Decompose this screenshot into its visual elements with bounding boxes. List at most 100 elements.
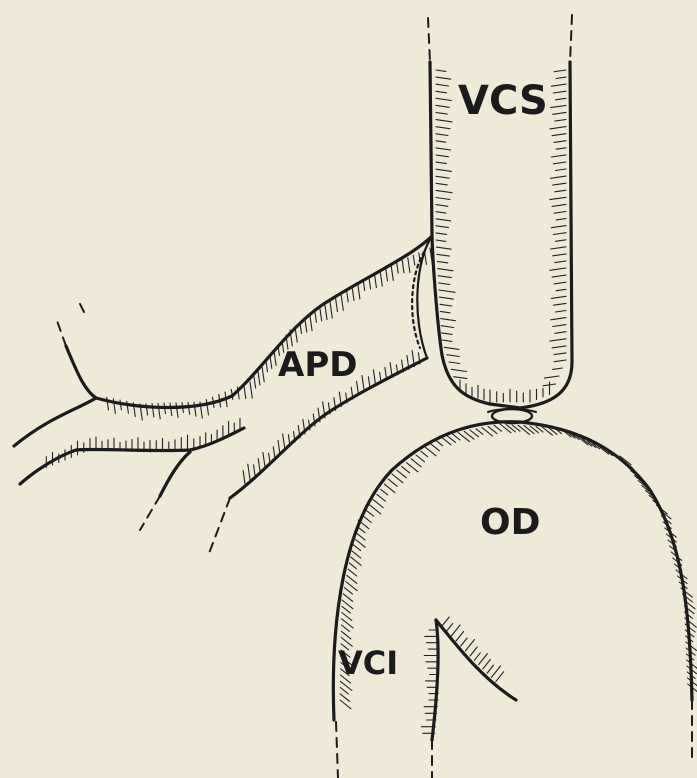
hatch-stroke (436, 105, 449, 107)
hatch-stroke (440, 311, 450, 312)
hatch-stroke (444, 347, 459, 349)
hatch-stroke (381, 489, 388, 495)
label-od: OD (480, 502, 541, 543)
apd-dashed-left-2 (78, 300, 84, 312)
hatch-stroke (315, 313, 316, 323)
hatch-stroke (411, 459, 421, 467)
hatch-stroke (358, 284, 360, 299)
hatch-stroke (436, 247, 451, 249)
hatch-stroke (551, 84, 566, 86)
hatch-stroke (554, 212, 566, 214)
hatch-stroke (388, 479, 397, 486)
hatch-stroke (206, 400, 208, 415)
hatch-stroke (554, 353, 566, 355)
hatch-stroke (436, 134, 448, 136)
hatch-stroke (439, 297, 453, 299)
hatch-stroke (554, 360, 566, 362)
hatch-stroke (552, 204, 566, 206)
hatch-stroke (555, 261, 566, 263)
hatch-stroke (351, 557, 362, 565)
hatch-stroke (553, 254, 566, 256)
hatch-stroke (421, 451, 428, 457)
hatch-stroke (551, 176, 566, 178)
hatch-stroke (553, 183, 566, 185)
hatch-stroke (550, 339, 566, 341)
hatch-stroke (176, 403, 178, 418)
apd-branch-lower (160, 452, 190, 496)
hatch-stroke (356, 532, 366, 540)
hatch-stroke (436, 120, 452, 122)
hatch-stroke (436, 183, 447, 185)
hatch-stroke (438, 269, 453, 271)
hatch-stroke (554, 282, 566, 284)
hatch-stroke (474, 653, 480, 661)
hatch-stroke (476, 429, 483, 435)
hatch-stroke (248, 464, 250, 479)
hatch-stroke (373, 500, 383, 508)
hatch-stroke (436, 84, 449, 86)
hatch-stroke (402, 466, 410, 472)
hatch-stroke (552, 275, 566, 277)
hatch-stroke (441, 326, 454, 328)
hatch-stroke (552, 346, 566, 348)
hatch-stroke (254, 465, 256, 476)
hatch-stroke (556, 98, 567, 100)
hatch-stroke (266, 361, 268, 372)
hatch-stroke (263, 452, 265, 467)
apd-lower-wall (20, 428, 244, 484)
hatch-stroke (402, 260, 404, 273)
apd-branch-upper (14, 398, 96, 446)
hatch-stroke (258, 372, 260, 385)
hatch-stroke (447, 624, 453, 632)
hatch-stroke (555, 332, 566, 334)
hatch-stroke (556, 289, 566, 290)
hatch-stroke (553, 233, 566, 235)
hatch-stroke (554, 141, 566, 143)
hatch-stroke (330, 302, 332, 318)
hatch-stroke (488, 426, 497, 433)
hatch-stroke (436, 226, 449, 228)
hatch-stroke (369, 505, 381, 514)
vcs-dashed-top-right (570, 15, 572, 62)
hatch-stroke (436, 219, 451, 221)
hatch-stroke (273, 447, 275, 459)
hatch-stroke (553, 162, 566, 164)
hatch-stroke (550, 127, 566, 129)
hatch-stroke (340, 694, 350, 702)
hatch-stroke (397, 470, 407, 478)
hatch-stroke (470, 430, 479, 437)
hatch-stroke (426, 447, 437, 455)
hatch-stroke (366, 510, 374, 516)
hatch-stroke (451, 625, 460, 636)
hatch-stroke (436, 240, 446, 241)
hatch-stroke (413, 255, 414, 265)
hatch-stroke (553, 303, 566, 305)
hatch-stroke (188, 402, 190, 414)
apd-dashed-bottom-2 (208, 498, 230, 556)
hatch-stroke (437, 261, 448, 263)
hatch-stroke (452, 434, 460, 440)
hatch-stroke (552, 134, 566, 136)
hatch-stroke (341, 295, 343, 310)
hatch-stroke (551, 296, 566, 298)
hatch-stroke (483, 659, 491, 669)
hatch-stroke (258, 459, 260, 472)
hatch-stroke (269, 453, 270, 463)
hatch-stroke (348, 569, 357, 576)
hatch-stroke (470, 647, 477, 656)
hatch-stroke (491, 666, 500, 678)
hatch-stroke (345, 588, 353, 594)
hatch-stroke (551, 155, 566, 157)
hatch-stroke (479, 654, 488, 665)
hatch-stroke (416, 455, 425, 462)
hatch-stroke (373, 370, 375, 385)
hatch-stroke (325, 306, 327, 320)
hatch-stroke (436, 127, 450, 129)
superior-vena-cava (428, 15, 572, 408)
hatch-stroke (342, 606, 351, 613)
label-apd: APD (278, 345, 357, 385)
hatch-stroke (436, 91, 447, 93)
apd-upper-wall (66, 236, 432, 408)
hatch-stroke (441, 319, 456, 321)
label-vci: VCI (338, 644, 398, 682)
